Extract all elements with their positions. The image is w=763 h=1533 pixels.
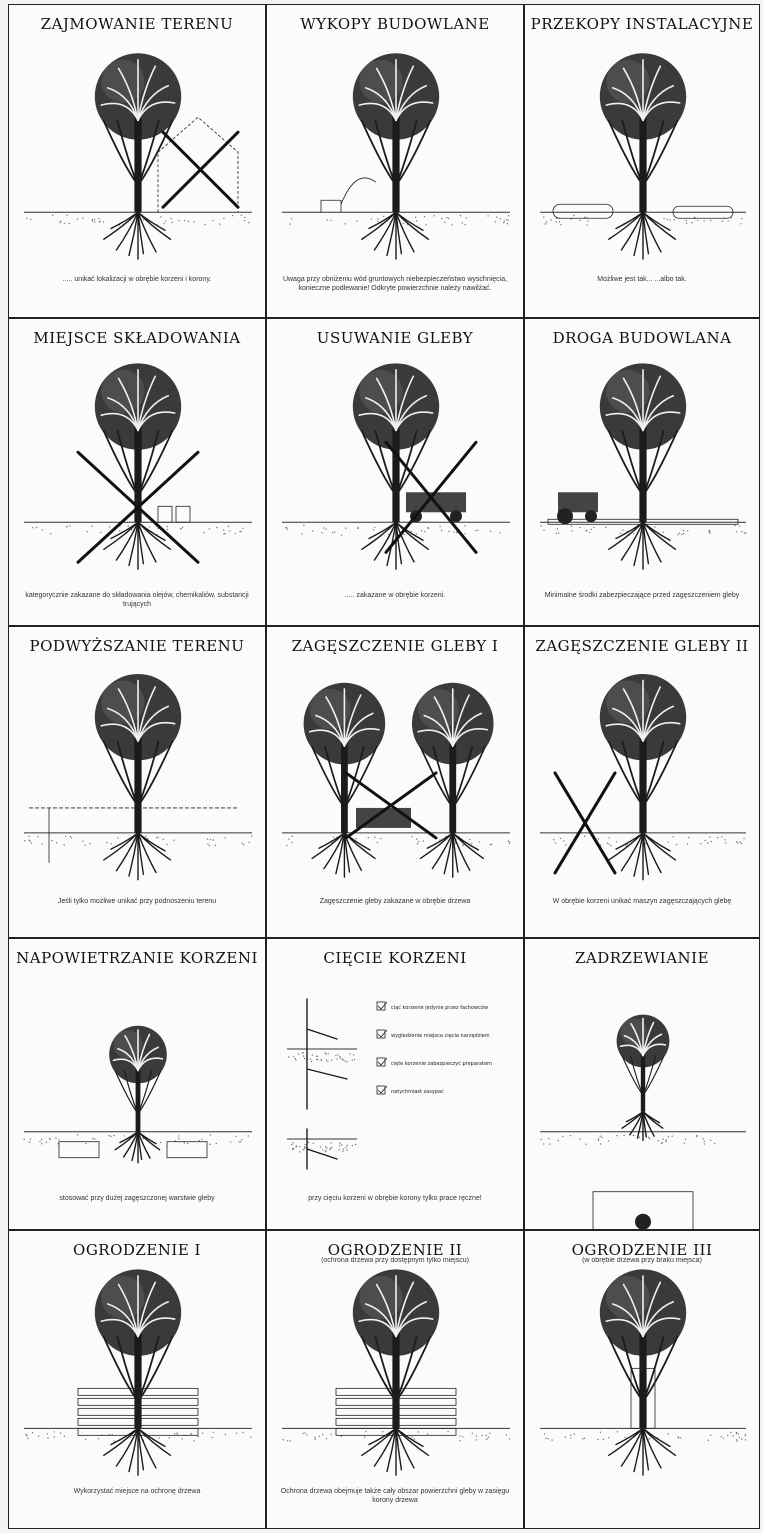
panel-illustration <box>9 319 266 626</box>
panel-title: ZAGĘSZCZENIE GLEBY I <box>267 637 523 655</box>
panel-caption: przy cięciu korzeni w obrębie korony tyl… <box>277 1194 513 1203</box>
checklist-item: ciąć korzenie jedynie przez fachowców <box>391 1004 488 1011</box>
panel-excavation: WYKOPY BUDOWLANE Uwaga przy obniżeniu wód… <box>266 4 524 318</box>
prohibition-x <box>555 773 615 873</box>
planting-pit <box>593 1192 693 1230</box>
panel-subtitle: (ochrona drzewa przy dostępnym tylko mie… <box>271 1257 519 1264</box>
panel-road: DROGA BUDOWLANA Minimalne środki zabezpie… <box>524 318 760 626</box>
panel-illustration <box>9 627 266 938</box>
panel-compact2: ZAGĘSZCZENIE GLEBY II W obrębie korzeni u… <box>524 626 760 938</box>
panel-title: USUWANIE GLEBY <box>267 329 523 347</box>
panel-fence1: OGRODZENIE I Wykorzystać miejsce na ochro… <box>8 1230 266 1529</box>
tree <box>600 53 686 259</box>
panel-title: WYKOPY BUDOWLANE <box>267 15 523 33</box>
panel-caption: W obrębie korzeni unikać maszyn zagęszcz… <box>535 897 749 906</box>
panel-illustration <box>267 627 524 938</box>
panel-caption: ..... zakazane w obrębie korzeni. <box>277 591 513 600</box>
panel-subtitle: (w obrębie drzewa przy braku miejsca) <box>529 1257 755 1264</box>
check-mark-icon <box>378 1086 387 1093</box>
check-mark-icon <box>378 1058 387 1065</box>
check-mark-icon <box>378 1030 387 1037</box>
panel-fence2: OGRODZENIE II(ochrona drzewa przy dostęp… <box>266 1230 524 1529</box>
tree <box>95 53 181 259</box>
panel-illustration <box>525 939 760 1230</box>
panel-illustration <box>9 1231 266 1529</box>
panel-illustration <box>267 5 524 318</box>
tree <box>353 53 439 259</box>
panel-illustration <box>9 939 266 1230</box>
panel-title: NAPOWIETRZANIE KORZENI <box>9 949 265 967</box>
panel-caption: Uwaga przy obniżeniu wód gruntowych nieb… <box>277 275 513 293</box>
panel-aeration: NAPOWIETRZANIE KORZENI stosować przy duże… <box>8 938 266 1230</box>
panel-title: PRZEKOPY INSTALACYJNE <box>525 15 759 33</box>
panel-cutting: ciąć korzenie jedynie przez fachowców wyg… <box>266 938 524 1230</box>
prohibition-x <box>163 132 238 207</box>
panel-illustration <box>525 1231 760 1529</box>
panel-illustration <box>267 319 524 626</box>
panel-planting: ZADRZEWIANIE <box>524 938 760 1230</box>
panel-caption: Ochrona drzewa obejmuje także cały obsza… <box>277 1487 513 1505</box>
panel-caption: ..... unikać lokalizacji w obrębie korze… <box>19 275 255 284</box>
raised-level-lines <box>29 808 237 863</box>
tree <box>109 1026 167 1163</box>
prohibition-x <box>346 773 436 838</box>
panel-title: CIĘCIE KORZENI <box>267 949 523 967</box>
panel-caption: Możliwe jest tak... ...albo tak. <box>535 275 749 284</box>
panel-title: PODWYŻSZANIE TERENU <box>9 637 265 655</box>
panel-raise: PODWYŻSZANIE TERENU Jeśli tylko możliwe u… <box>8 626 266 938</box>
panel-caption: Zagęszczenie gleby zakazane w obrębie dr… <box>277 897 513 906</box>
tree <box>95 363 181 569</box>
tree <box>600 363 686 569</box>
tree <box>95 674 181 880</box>
check-mark-icon <box>378 1002 387 1009</box>
storage-barrels <box>158 506 190 522</box>
panel-title: ZAJMOWANIE TERENU <box>9 15 265 33</box>
panel-caption: Minimalne środki zabezpieczające przed z… <box>535 591 749 600</box>
panel-illustration: ciąć korzenie jedynie przez fachowców wyg… <box>267 939 524 1230</box>
checklist-item: wygładzenie miejsca cięcia narzędziem <box>391 1033 490 1039</box>
excavation-pump <box>321 178 376 212</box>
panel-illustration <box>525 5 760 318</box>
panel-compact1: ZAGĘSZCZENIE GLEBY I Zagęszczenie gleby z… <box>266 626 524 938</box>
panel-caption: kategorycznie zakazane do składowania ol… <box>19 591 255 609</box>
house-outline <box>158 117 238 212</box>
panel-fence3: OGRODZENIE III(w obrębie drzewa przy bra… <box>524 1230 760 1529</box>
panel-caption: Wykorzystać miejsce na ochronę drzewa <box>19 1487 255 1496</box>
panel-illustration <box>525 627 760 938</box>
diagram-sheet: ZAJMOWANIE TERENU ..... unikać lokalizacj… <box>8 4 760 1529</box>
panel-title: ZADRZEWIANIE <box>525 949 759 967</box>
tree <box>617 1015 670 1141</box>
panel-title: MIEJSCE SKŁADOWANIA <box>9 329 265 347</box>
panel-title: DROGA BUDOWLANA <box>525 329 759 347</box>
tree <box>600 1269 686 1475</box>
tree <box>95 1269 181 1475</box>
panel-pipes: PRZEKOPY INSTALACYJNE Możliwe jest tak...… <box>524 4 760 318</box>
panel-illustration <box>525 319 760 626</box>
panel-storage: MIEJSCE SKŁADOWANIA kategorycznie zakazan… <box>8 318 266 626</box>
panel-caption: stosować przy dużej zagęszczonej warstwi… <box>19 1194 255 1203</box>
panel-soil: USUWANIE GLEBY ..... zakazane w obrębie k… <box>266 318 524 626</box>
panel-house: ZAJMOWANIE TERENU ..... unikać lokalizacj… <box>8 4 266 318</box>
tree <box>353 1269 439 1475</box>
checklist-item: natychmiast zasypać <box>391 1088 444 1095</box>
panel-caption: Jeśli tylko możliwe unikać przy podnosze… <box>19 897 255 906</box>
tree-left <box>304 683 386 877</box>
checklist-item: cięte korzenie zabezpieczyć preparatem <box>391 1060 492 1067</box>
panel-title: OGRODZENIE I <box>9 1241 265 1259</box>
panel-illustration <box>267 1231 524 1529</box>
panel-illustration <box>9 5 266 318</box>
panel-title: ZAGĘSZCZENIE GLEBY II <box>525 637 759 655</box>
